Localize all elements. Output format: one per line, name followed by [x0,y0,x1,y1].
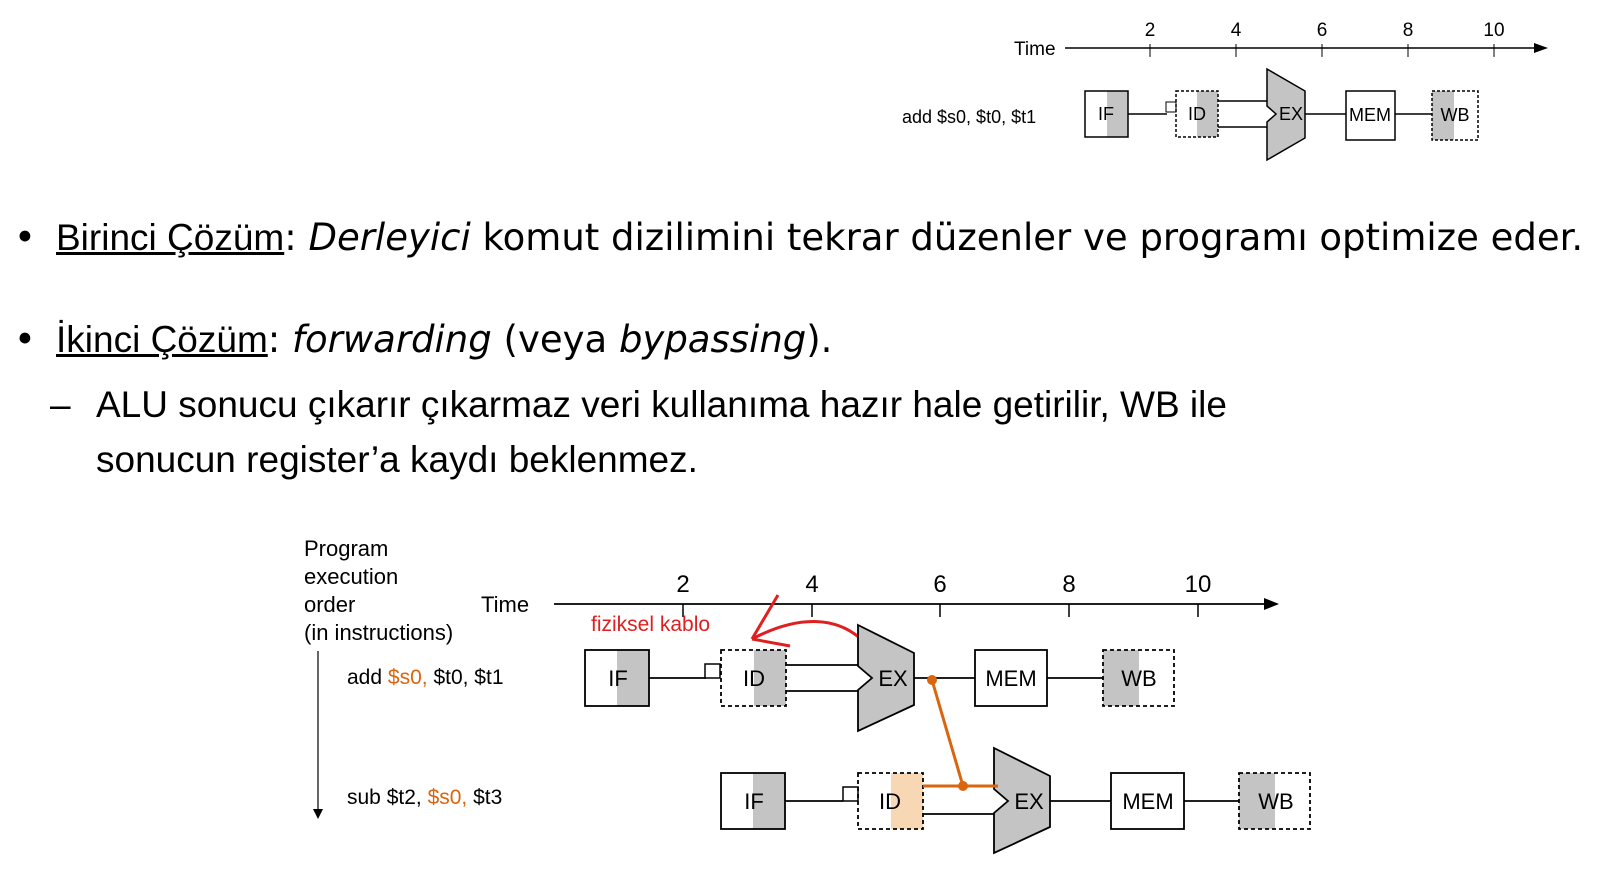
execution-order-label: Program execution order (in instructions… [304,536,453,645]
svg-text:IF: IF [608,666,628,691]
svg-text:MEM: MEM [1349,105,1391,125]
bullet-italic: Derleyici [308,216,471,259]
svg-text:execution: execution [304,564,398,589]
physical-wire-annotation: fiziksel kablo [591,613,710,636]
top-time-label: Time [1014,39,1056,60]
top-tick-6: 6 [1317,20,1328,41]
svg-text:ID: ID [1188,104,1206,124]
top-stage-if: IF [1084,90,1129,138]
instr2-label: sub $t2, $s0, $t3 [347,786,502,809]
sub-bullet-line-1: –ALU sonucu çıkarır çıkarmaz veri kullan… [50,384,1227,425]
bottom-time-ticks: 2 4 6 8 10 [676,571,1211,617]
top-stage-ex: EX [1266,67,1306,162]
annotation-arrow [751,620,868,646]
bottom-pipeline-diagram: Program execution order (in instructions… [304,536,1311,855]
bullet-italic: bypassing [618,318,807,361]
top-instruction: add $s0, $t0, $t1 [902,107,1036,127]
instr1-stage-wb: WB [1102,649,1175,707]
svg-text:EX: EX [878,666,908,691]
instr1-label: add $s0, $t0, $t1 [347,666,504,689]
sub-bullet-line-2: sonucun register’a kaydı beklenmez. [96,439,698,480]
svg-text:ID: ID [879,789,901,814]
instr1-stage-id: ID [720,649,787,707]
top-stage-mem: MEM [1345,90,1396,141]
instr2-stage-id: ID [857,772,924,830]
bullet-dot: • [14,216,36,259]
instr2-stage-ex: EX [993,746,1051,855]
bullet-heading: İkinci Çözüm [56,319,268,360]
bullet-text: komut dizilimini tekrar düzenler ve prog… [470,216,1584,259]
svg-text:(in instructions): (in instructions) [304,620,453,645]
bottom-tick-2: 2 [676,571,689,598]
svg-text:IF: IF [744,789,764,814]
bullet-dot: • [14,318,36,361]
svg-text:WB: WB [1441,105,1470,125]
instr1-stage-ex: EX [857,623,915,733]
instr2-stage-wb: WB [1238,772,1311,830]
svg-text:WB: WB [1121,666,1156,691]
svg-text:order: order [304,592,355,617]
bullet-second-solution: •İkinci Çözüm: forwarding (veya bypassin… [14,318,833,361]
bottom-tick-4: 4 [805,571,818,598]
top-tick-4: 4 [1231,20,1242,41]
instr1-stage-mem: MEM [974,649,1048,707]
bottom-tick-6: 6 [933,571,946,598]
bottom-tick-8: 8 [1062,571,1075,598]
instr2-stage-mem: MEM [1110,772,1185,830]
forwarding-path [923,675,998,791]
svg-text:EX: EX [1014,789,1044,814]
top-time-ticks: 2 4 6 8 10 [1145,20,1505,57]
svg-text:Program: Program [304,536,388,561]
annotation-arrowhead [750,594,791,648]
svg-text:EX: EX [1279,104,1303,124]
top-tick-2: 2 [1145,20,1156,41]
svg-text:MEM: MEM [985,666,1036,691]
svg-text:IF: IF [1098,104,1114,124]
top-pipeline-diagram: Time 2 4 6 8 10 add $s0, $t0, $t1 IF ID … [902,20,1548,162]
top-tick-10: 10 [1483,20,1504,41]
bottom-time-label: Time [481,592,529,617]
instr2-stage-if: IF [720,772,786,830]
top-stage-id: ID [1175,90,1219,138]
svg-text:MEM: MEM [1122,789,1173,814]
bullet-italic: forwarding [292,318,492,361]
top-stage-wb: WB [1431,90,1479,141]
svg-text:WB: WB [1258,789,1293,814]
instr1-stage-if: IF [584,649,650,707]
bullet-heading: Birinci Çözüm [56,217,285,258]
bottom-tick-10: 10 [1185,571,1212,598]
bullet-first-solution: •Birinci Çözüm: Derleyici komut dizilimi… [14,216,1584,259]
top-tick-8: 8 [1403,20,1414,41]
svg-text:ID: ID [743,666,765,691]
